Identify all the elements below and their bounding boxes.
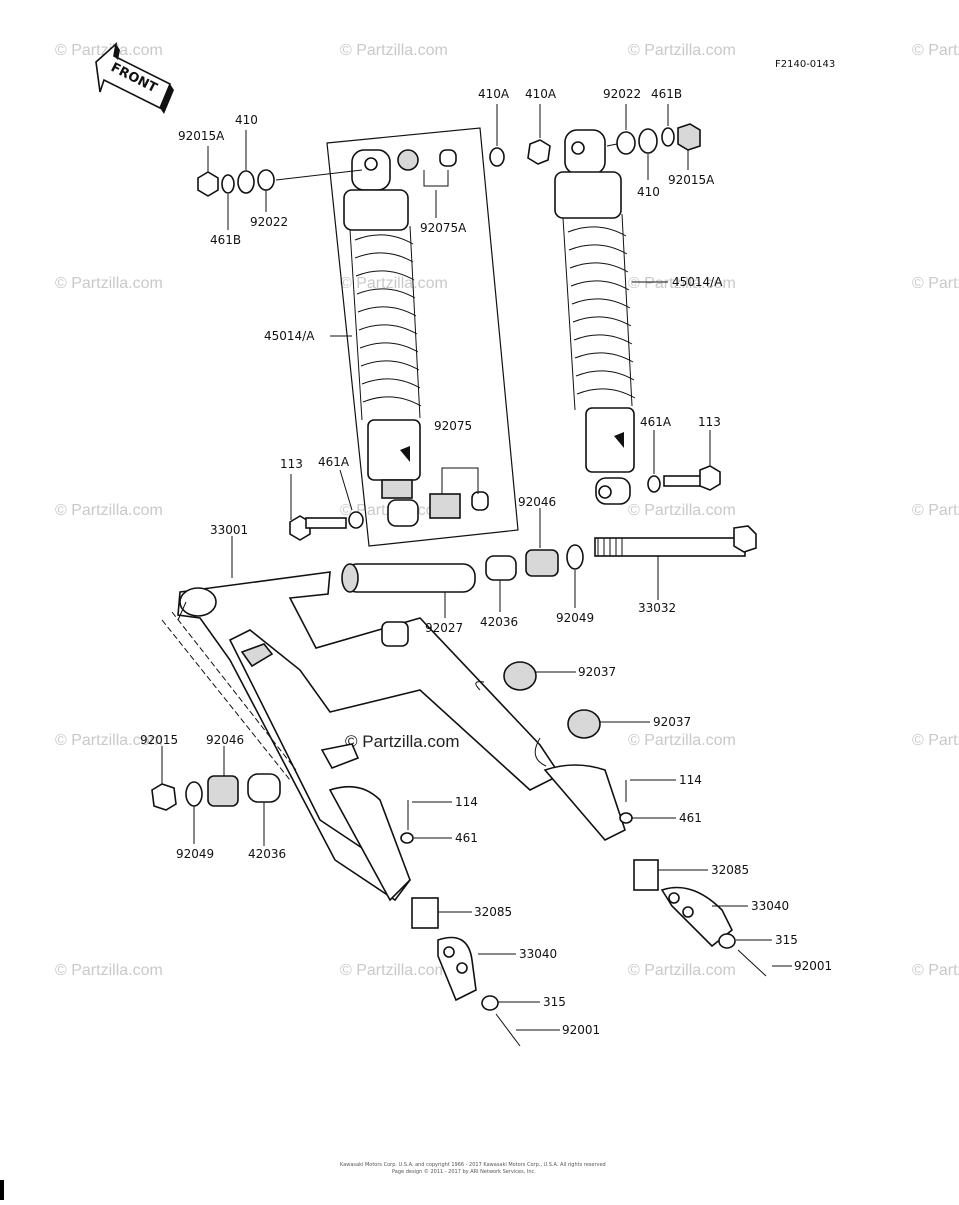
callout-label: 32085 — [711, 863, 749, 877]
chain-adjusters — [400, 780, 767, 1047]
center-watermark: © Partzilla.com — [345, 732, 460, 751]
callout-label: 114 — [455, 795, 478, 809]
watermark: © Partzilla.com — [628, 962, 736, 979]
watermark: © Partzilla.com — [912, 275, 959, 292]
callout-label: 92049 — [556, 611, 594, 625]
callout-label: 33040 — [519, 947, 557, 961]
callout-label: 92015 — [140, 733, 178, 747]
left-shock-outline — [326, 127, 519, 547]
callout-label: 92001 — [794, 959, 832, 973]
callout-label: 42036 — [248, 847, 286, 861]
watermark: © Partzilla.com — [55, 275, 163, 292]
callout-label: 410 — [637, 185, 660, 199]
callout-label: 92015A — [668, 173, 715, 187]
callout-label: 33040 — [751, 899, 789, 913]
callout-labels: 92015A 410 461B 92022 92075A 410A 410A 9… — [140, 87, 832, 1037]
watermark: © Partzilla.com — [340, 42, 448, 59]
pivot-shaft-parts — [341, 525, 757, 593]
callout-label: 45014/A — [672, 275, 723, 289]
watermark: © Partzilla.com — [912, 732, 959, 749]
watermark: © Partzilla.com — [912, 502, 959, 519]
callout-label: 461B — [210, 233, 241, 247]
callout-label: 32085 — [474, 905, 512, 919]
callout-label: 315 — [775, 933, 798, 947]
watermark: © Partzilla.com — [55, 732, 163, 749]
callout-label: 92027 — [425, 621, 463, 635]
callout-label: 92001 — [562, 1023, 600, 1037]
callout-label: 92015A — [178, 129, 225, 143]
callout-label: 410A — [525, 87, 557, 101]
callout-label: 113 — [698, 415, 721, 429]
callout-label: 410A — [478, 87, 510, 101]
callout-label: 92037 — [653, 715, 691, 729]
watermark: © Partzilla.com — [628, 502, 736, 519]
callout-label: 33001 — [210, 523, 248, 537]
callout-label: 461 — [455, 831, 478, 845]
right-shock-absorber — [554, 129, 636, 505]
watermark: © Partzilla.com — [55, 502, 163, 519]
callout-label: 315 — [543, 995, 566, 1009]
callout-label: 92046 — [206, 733, 244, 747]
left-top-hardware — [197, 149, 457, 197]
callout-label: 33032 — [638, 601, 676, 615]
watermark: © Partzilla.com — [912, 42, 959, 59]
callout-label: 92049 — [176, 847, 214, 861]
watermark: © Partzilla.com — [55, 962, 163, 979]
callout-label: 410 — [235, 113, 258, 127]
footer-page-design: Page design © 2011 - 2017 by ARI Network… — [392, 1168, 536, 1175]
lower-mount-parts — [289, 465, 721, 541]
watermark: © Partzilla.com — [628, 42, 736, 59]
callout-label: 92022 — [250, 215, 288, 229]
callout-label: 45014/A — [264, 329, 315, 343]
callout-label: 461B — [651, 87, 682, 101]
callout-label: 42036 — [480, 615, 518, 629]
callout-label: 461A — [318, 455, 350, 469]
callout-label: 92075 — [434, 419, 472, 433]
rubber-bushings — [503, 661, 601, 739]
watermark: © Partzilla.com — [340, 275, 448, 292]
watermark: © Partzilla.com — [912, 962, 959, 979]
callout-label: 461 — [679, 811, 702, 825]
leader-lines — [161, 104, 792, 1031]
callout-label: 92022 — [603, 87, 641, 101]
watermark: © Partzilla.com — [340, 962, 448, 979]
callout-label: 92075A — [420, 221, 467, 235]
watermark: © Partzilla.com — [628, 275, 736, 292]
diagram-code: F2140-0143 — [775, 59, 835, 70]
callout-label: 461A — [640, 415, 672, 429]
callout-label: 114 — [679, 773, 702, 787]
footer-copyright: Kawasaki Motors Corp. U.S.A. and copyrig… — [340, 1162, 606, 1168]
callout-label: 92046 — [518, 495, 556, 509]
edge-bar — [0, 1180, 4, 1200]
left-pivot-hardware — [151, 773, 281, 811]
watermark: © Partzilla.com — [628, 732, 736, 749]
callout-label: 113 — [280, 457, 303, 471]
watermarks: © Partzilla.com © Partzilla.com © Partzi… — [55, 42, 959, 979]
right-top-hardware — [489, 123, 701, 167]
callout-label: 92037 — [578, 665, 616, 679]
left-shock-absorber — [343, 149, 422, 499]
